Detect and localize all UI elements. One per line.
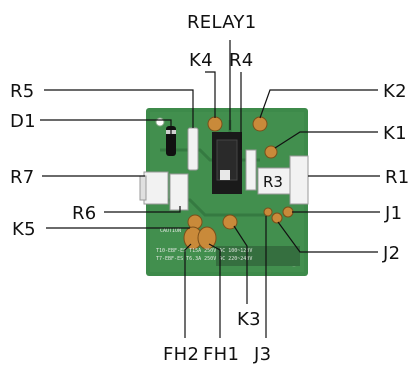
mounting-hole — [155, 117, 165, 127]
callout-labels: RELAY1 K4 R4 R5 K2 D1 K1 R7 R1 R6 J1 K5 … — [10, 12, 410, 365]
board-print: CAUTION T10-EBF-ES T15A 250V AC 100~120V… — [156, 228, 300, 266]
leader-r5 — [44, 89, 194, 128]
label-r5: R5 — [10, 81, 35, 102]
resistor-r7-component — [139, 171, 169, 205]
resistor-r3-body — [257, 167, 291, 195]
resistor-r5-component — [187, 127, 199, 171]
label-relay1: RELAY1 — [187, 12, 257, 33]
label-k2: K2 — [383, 81, 407, 102]
leader-k2 — [259, 89, 378, 119]
resistor-r6-component — [169, 173, 189, 211]
spec-row-1: T10-EBF-ES T15A 250V AC 100~120V — [156, 248, 252, 254]
terminal-j2 — [271, 212, 283, 224]
relay-marker — [220, 170, 230, 180]
terminal-k2 — [252, 116, 268, 132]
resistor-r1-body — [289, 155, 309, 205]
label-k5: K5 — [12, 219, 36, 240]
terminal-k1 — [264, 145, 278, 159]
label-j3: J3 — [253, 344, 271, 365]
terminal-j3 — [263, 207, 273, 217]
leader-j2 — [277, 221, 378, 253]
terminals — [183, 116, 294, 250]
leader-fh2 — [184, 243, 192, 338]
label-k4: K4 — [189, 50, 213, 71]
spec-row-2: T7-EBF-ES T6.3A 250V AC 220~240V — [156, 256, 252, 262]
resistor-r5-body — [187, 127, 199, 171]
leader-k4 — [205, 71, 216, 118]
resistor-r3-print: R3 — [263, 173, 283, 191]
terminal-k3 — [222, 214, 238, 230]
leader-lines — [40, 40, 380, 338]
spec-table — [216, 246, 300, 266]
terminal-k4 — [207, 116, 223, 132]
resistor-r1-component — [289, 155, 309, 205]
label-r6: R6 — [72, 203, 97, 224]
leader-fh1 — [208, 243, 221, 338]
label-r7: R7 — [10, 167, 35, 188]
label-d1: D1 — [10, 111, 36, 132]
label-r4: R4 — [229, 50, 254, 71]
resistor-r4-body — [245, 149, 257, 191]
label-j1: J1 — [384, 203, 402, 224]
label-j2: J2 — [382, 243, 400, 264]
leader-d1 — [40, 119, 172, 140]
label-r1: R1 — [385, 167, 410, 188]
relay-component — [212, 132, 242, 194]
fuse-holder-fh1 — [197, 226, 217, 250]
terminal-j1 — [282, 206, 294, 218]
label-fh1: FH1 — [203, 344, 239, 365]
label-fh2: FH2 — [163, 344, 199, 365]
label-k3: K3 — [237, 309, 261, 330]
resistor-r3-component: R3 — [257, 167, 291, 195]
resistor-r7-body — [143, 171, 169, 205]
board-caution: CAUTION — [160, 228, 181, 234]
label-k1: K1 — [383, 123, 407, 144]
resistor-r7-cap — [139, 175, 147, 201]
leader-k3 — [233, 225, 248, 304]
leader-r6 — [104, 206, 181, 213]
leader-k1 — [274, 131, 378, 149]
resistor-r6-body — [169, 173, 189, 211]
resistor-r4-component — [245, 149, 257, 191]
